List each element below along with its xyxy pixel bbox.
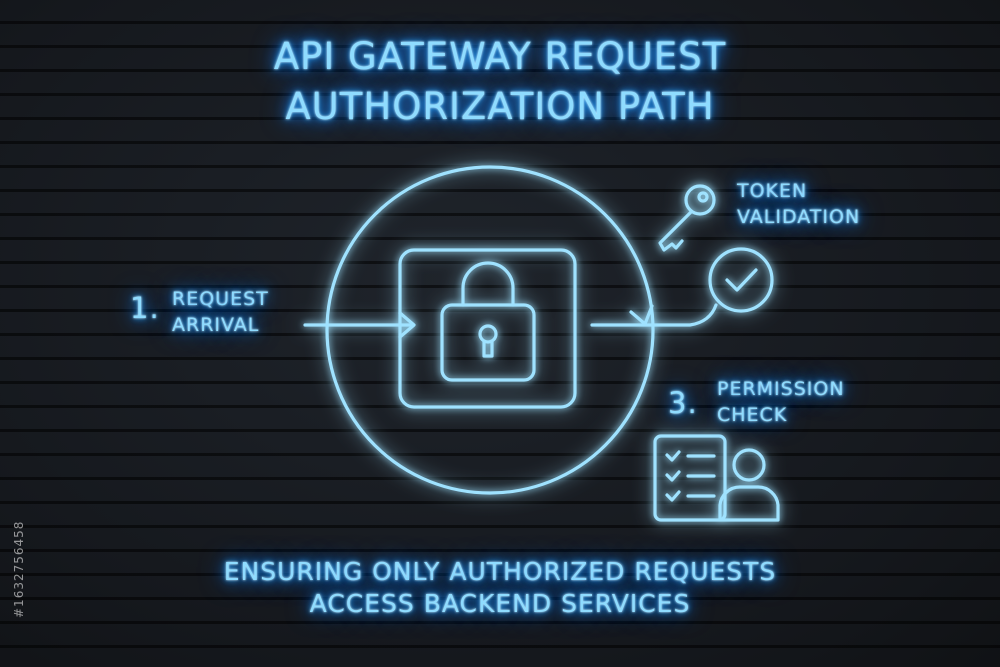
gateway-circle	[325, 165, 655, 495]
step-3-label: PERMISSION CHECK	[717, 378, 845, 426]
gateway-box	[398, 248, 577, 409]
key-icon	[658, 184, 716, 252]
step-1-number: 1.	[130, 291, 160, 325]
circle-flow-arrow	[629, 304, 654, 326]
checklist-icon	[653, 434, 727, 522]
user-icon	[718, 448, 780, 522]
request-arrow	[303, 311, 416, 339]
page-title: API GATEWAY REQUEST AUTHORIZATION PATH	[273, 35, 727, 128]
subtitle: ENSURING ONLY AUTHORIZED REQUESTS ACCESS…	[223, 557, 777, 618]
stock-id-watermark: #1632756458	[12, 520, 26, 618]
token-path-line	[590, 303, 718, 327]
step-3-number: 3.	[668, 386, 698, 420]
checkmark-icon	[708, 247, 774, 313]
token-validation-label: TOKEN VALIDATION	[737, 180, 861, 228]
step-1-label: REQUEST ARRIVAL	[172, 288, 269, 336]
padlock-icon	[440, 261, 536, 382]
